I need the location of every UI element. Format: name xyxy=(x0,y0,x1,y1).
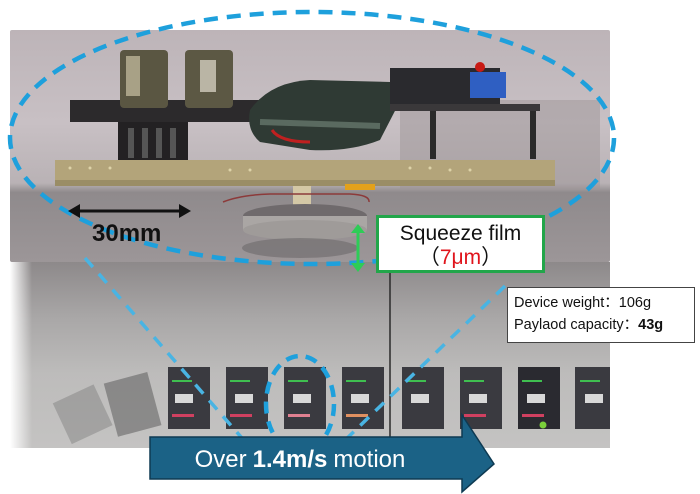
spec-payload-capacity: Paylaod capacity：43g xyxy=(514,314,694,336)
spec-separator: ： xyxy=(623,317,639,333)
zoom-region-ellipse xyxy=(7,9,617,267)
squeeze-film-value: 7μm xyxy=(439,246,482,269)
paren-open: （ xyxy=(418,246,440,269)
zoom-connector-right xyxy=(338,284,507,447)
film-gap-arrow-icon xyxy=(351,224,365,272)
spec-separator: ： xyxy=(604,295,619,311)
scale-label: 30mm xyxy=(92,220,162,247)
squeeze-film-label: Squeeze film （7μm） xyxy=(376,215,545,273)
motion-arrow-icon xyxy=(149,412,495,494)
motion-arrow-label: Over 1.4m/s motion xyxy=(150,437,450,482)
paren-close: ） xyxy=(481,246,503,269)
motion-prefix: Over xyxy=(194,445,247,473)
spec-device-weight: Device weight：106g xyxy=(514,292,694,314)
device-illustration xyxy=(55,50,600,258)
device-spec-box: Device weight：106g Paylaod capacity：43g xyxy=(507,287,695,343)
spec-value: 43g xyxy=(638,317,664,333)
spec-label: Device weight xyxy=(514,295,605,311)
motion-suffix: motion xyxy=(333,445,406,473)
spec-value: 106g xyxy=(618,295,652,311)
squeeze-film-value-line: （7μm） xyxy=(379,246,542,270)
spec-label: Paylaod capacity xyxy=(514,317,624,333)
motion-speed: 1.4m/s xyxy=(252,445,328,473)
device-closeup-photo xyxy=(10,30,610,262)
scale-bar-arrow-icon xyxy=(68,204,191,218)
squeeze-film-title: Squeeze film xyxy=(399,222,522,245)
zoom-connector-left xyxy=(83,256,250,447)
